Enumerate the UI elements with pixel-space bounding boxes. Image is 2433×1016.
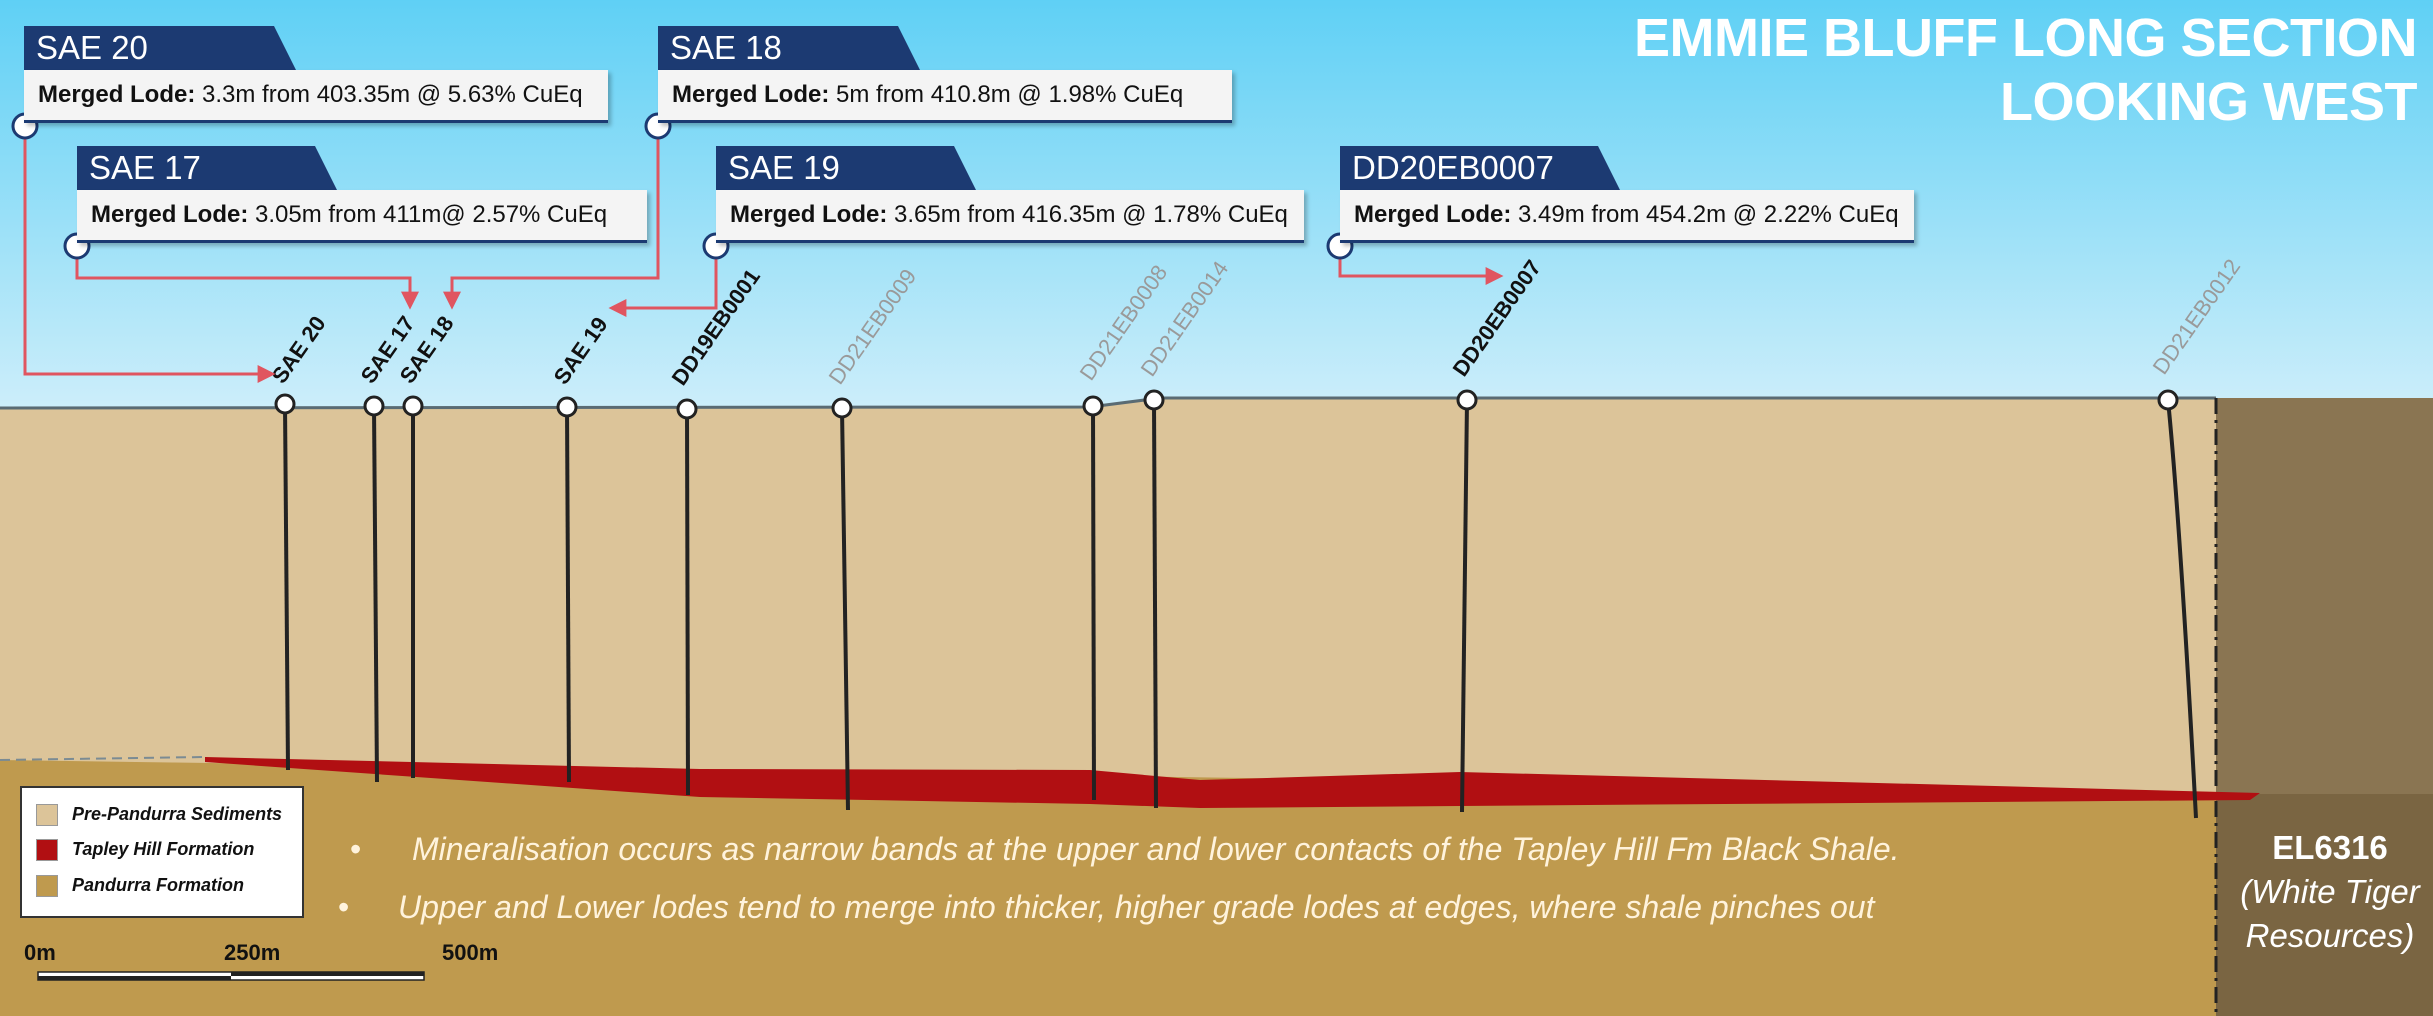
scale-label: 0m: [24, 940, 56, 965]
pre-pandurra-sediments: [0, 398, 2216, 792]
diagram-title: EMMIE BLUFF LONG SECTION LOOKING WEST: [1634, 6, 2417, 134]
tapley-hill-formation: [205, 757, 2260, 808]
drillhole-sae20: [274, 393, 296, 771]
lode-text: 3.49m from 454.2m @ 2.22% CuEq: [1518, 201, 1899, 228]
title-line-2: LOOKING WEST: [2000, 72, 2417, 132]
collar-sae17: [363, 395, 385, 417]
callout-header: SAE 18: [658, 26, 920, 70]
collar-dd21eb0008: [1082, 395, 1104, 417]
collar-dd20eb0007: [1456, 389, 1478, 411]
tenement-label: EL6316 (White Tiger Resources): [2230, 826, 2430, 958]
drillhole-dd19eb0001: [676, 398, 698, 796]
leader-sae17: [75, 246, 419, 310]
drillhole-dd21eb0012: [2157, 389, 2198, 819]
lode-text: 3.05m from 411m@ 2.57% CuEq: [255, 201, 608, 228]
collar-sae18: [402, 395, 424, 417]
leader-sae20: [23, 126, 276, 383]
legend-label: Tapley Hill Formation: [72, 839, 255, 859]
pandurra-contact-line: [0, 756, 206, 761]
note-text: Upper and Lower lodes tend to merge into…: [398, 889, 1875, 925]
drillhole-dd20eb0007: [1456, 389, 1478, 813]
note-1: • Mineralisation occurs as narrow bands …: [350, 820, 1900, 878]
adjacent-tenement-block: [2216, 398, 2433, 794]
note-2: • Upper and Lower lodes tend to merge in…: [338, 878, 1900, 936]
lode-label: Merged Lode:: [38, 81, 196, 108]
legend-item: Tapley Hill Formation: [36, 839, 255, 862]
scale-label: 500m: [442, 940, 499, 965]
scale-bar-graphic: [37, 971, 425, 981]
scale-bar: 0m 250m 500m: [24, 940, 510, 980]
legend-swatch: [36, 804, 58, 827]
legend-item: Pre-Pandurra Sediments: [36, 804, 283, 827]
bullet-dot: •: [350, 831, 362, 867]
collar-dd21eb0014: [1143, 389, 1165, 411]
notes: • Mineralisation occurs as narrow bands …: [338, 820, 1900, 936]
lode-label: Merged Lode:: [672, 81, 830, 108]
legend-item: Pandurra Formation: [36, 875, 245, 898]
lode-label: Merged Lode:: [91, 201, 249, 228]
leader-sae18: [443, 126, 660, 310]
lode-label: Merged Lode:: [1354, 201, 1512, 228]
collar-dd21eb0012: [2157, 389, 2179, 411]
scale-label: 250m: [224, 940, 281, 965]
adjacent-tenement-lower: [2216, 794, 2433, 1016]
title-line-1: EMMIE BLUFF LONG SECTION: [1634, 8, 2417, 68]
bullet-dot: •: [338, 889, 350, 925]
callout-body: Merged Lode: 5m from 410.8m @ 1.98% CuEq: [658, 70, 1232, 123]
drillhole-dd21eb0008: [1082, 395, 1104, 801]
drillhole-dd21eb0014: [1143, 389, 1165, 809]
collar-sae20: [274, 393, 296, 415]
callout-header: SAE 20: [24, 26, 296, 70]
tenement-owner-line: (White Tiger: [2240, 873, 2420, 910]
callout-body: Merged Lode: 3.05m from 411m@ 2.57% CuEq: [77, 190, 647, 243]
legend-swatch: [36, 839, 58, 862]
lode-text: 5m from 410.8m @ 1.98% CuEq: [836, 81, 1184, 108]
lode-text: 3.3m from 403.35m @ 5.63% CuEq: [202, 81, 583, 108]
legend-label: Pandurra Formation: [72, 875, 245, 895]
collar-dd21eb0009: [831, 397, 853, 419]
note-text: Mineralisation occurs as narrow bands at…: [412, 831, 1900, 867]
drillhole-sae17: [363, 395, 385, 783]
callout-body: Merged Lode: 3.49m from 454.2m @ 2.22% C…: [1340, 190, 1914, 243]
callout-body: Merged Lode: 3.65m from 416.35m @ 1.78% …: [716, 190, 1304, 243]
leader-sae19: [608, 246, 718, 317]
drillhole-sae19: [556, 396, 578, 783]
tenement-code: EL6316: [2272, 829, 2388, 866]
drillhole-sae18: [402, 395, 424, 778]
legend-label: Pre-Pandurra Sediments: [72, 804, 283, 824]
ground-surface-line: [0, 396, 2216, 410]
legend-swatch: [36, 875, 58, 898]
callout-header: DD20EB0007: [1340, 146, 1620, 190]
drillhole-dd21eb0009: [831, 397, 853, 811]
callout-body: Merged Lode: 3.3m from 403.35m @ 5.63% C…: [24, 70, 608, 123]
callout-header: SAE 17: [77, 146, 337, 190]
collar-sae19: [556, 396, 578, 418]
lode-text: 3.65m from 416.35m @ 1.78% CuEq: [894, 201, 1288, 228]
tenement-owner-line: Resources): [2245, 917, 2415, 954]
legend: Pre-Pandurra Sediments Tapley Hill Forma…: [20, 786, 304, 918]
collar-dd19eb0001: [676, 398, 698, 420]
callout-header: SAE 19: [716, 146, 976, 190]
lode-label: Merged Lode:: [730, 201, 888, 228]
